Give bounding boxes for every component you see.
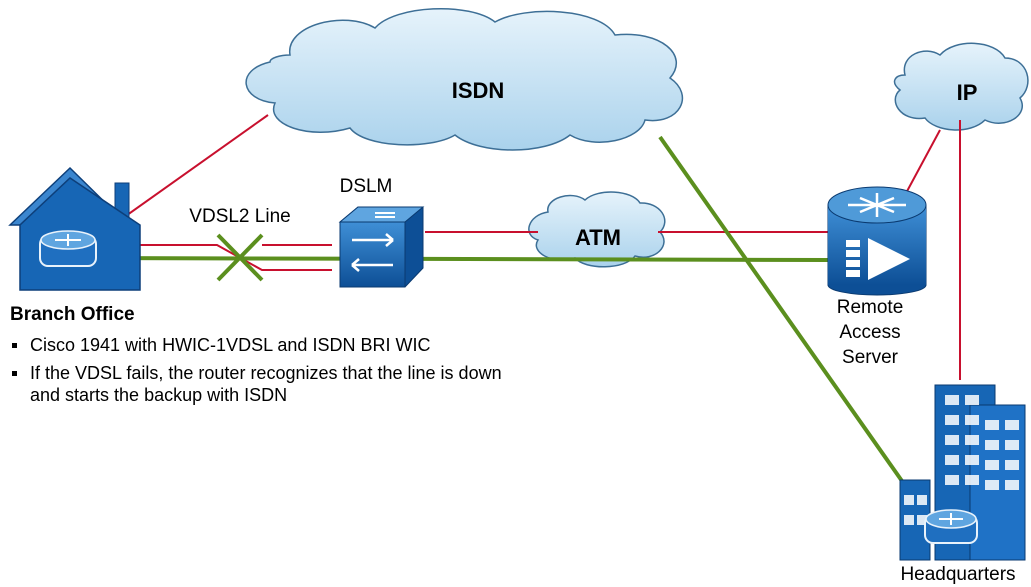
ip-cloud: IP xyxy=(893,42,1029,131)
ip-label: IP xyxy=(957,80,978,105)
bullet-item: Cisco 1941 with HWIC-1VDSL and ISDN BRI … xyxy=(10,334,530,356)
bullet-marker xyxy=(12,343,17,348)
dslm-label: DSLM xyxy=(340,176,393,197)
ras-ip-link xyxy=(904,129,941,196)
atm-cloud: ATM xyxy=(528,191,666,268)
isdn-cloud: ISDN xyxy=(245,8,683,151)
ras-label-line-1: Remote xyxy=(837,297,904,318)
dslm-switch-icon xyxy=(338,206,425,288)
branch-office-notes: Branch Office Cisco 1941 with HWIC-1VDSL… xyxy=(10,304,530,412)
headquarters-label: Headquarters xyxy=(900,564,1015,585)
headquarters-building xyxy=(899,384,1026,561)
hq-router-icon xyxy=(924,509,978,544)
bullet-text: Cisco 1941 with HWIC-1VDSL and ISDN BRI … xyxy=(30,335,431,355)
atm-label: ATM xyxy=(575,225,621,250)
remote-access-server-icon xyxy=(827,186,927,296)
ras-label-line-3: Server xyxy=(842,347,899,368)
ras-label-line-2: Access xyxy=(839,322,900,343)
vdsl-line-label: VDSL2 Line xyxy=(189,206,290,227)
bullet-marker xyxy=(12,371,17,376)
branch-office-bullets: Cisco 1941 with HWIC-1VDSL and ISDN BRI … xyxy=(10,334,530,406)
isdn-label: ISDN xyxy=(452,78,505,103)
branch-office-house xyxy=(8,166,141,291)
bullet-text: If the VDSL fails, the router recognizes… xyxy=(30,363,502,405)
green-backup-links xyxy=(91,135,930,520)
failure-cross-b xyxy=(216,233,264,282)
red-links xyxy=(84,114,961,380)
backup-path-horizontal xyxy=(91,256,829,262)
backup-path-isdn-hq xyxy=(658,135,930,520)
router-icon xyxy=(39,230,97,267)
bullet-item: If the VDSL fails, the router recognizes… xyxy=(10,362,530,406)
branch-office-title: Branch Office xyxy=(10,304,135,325)
